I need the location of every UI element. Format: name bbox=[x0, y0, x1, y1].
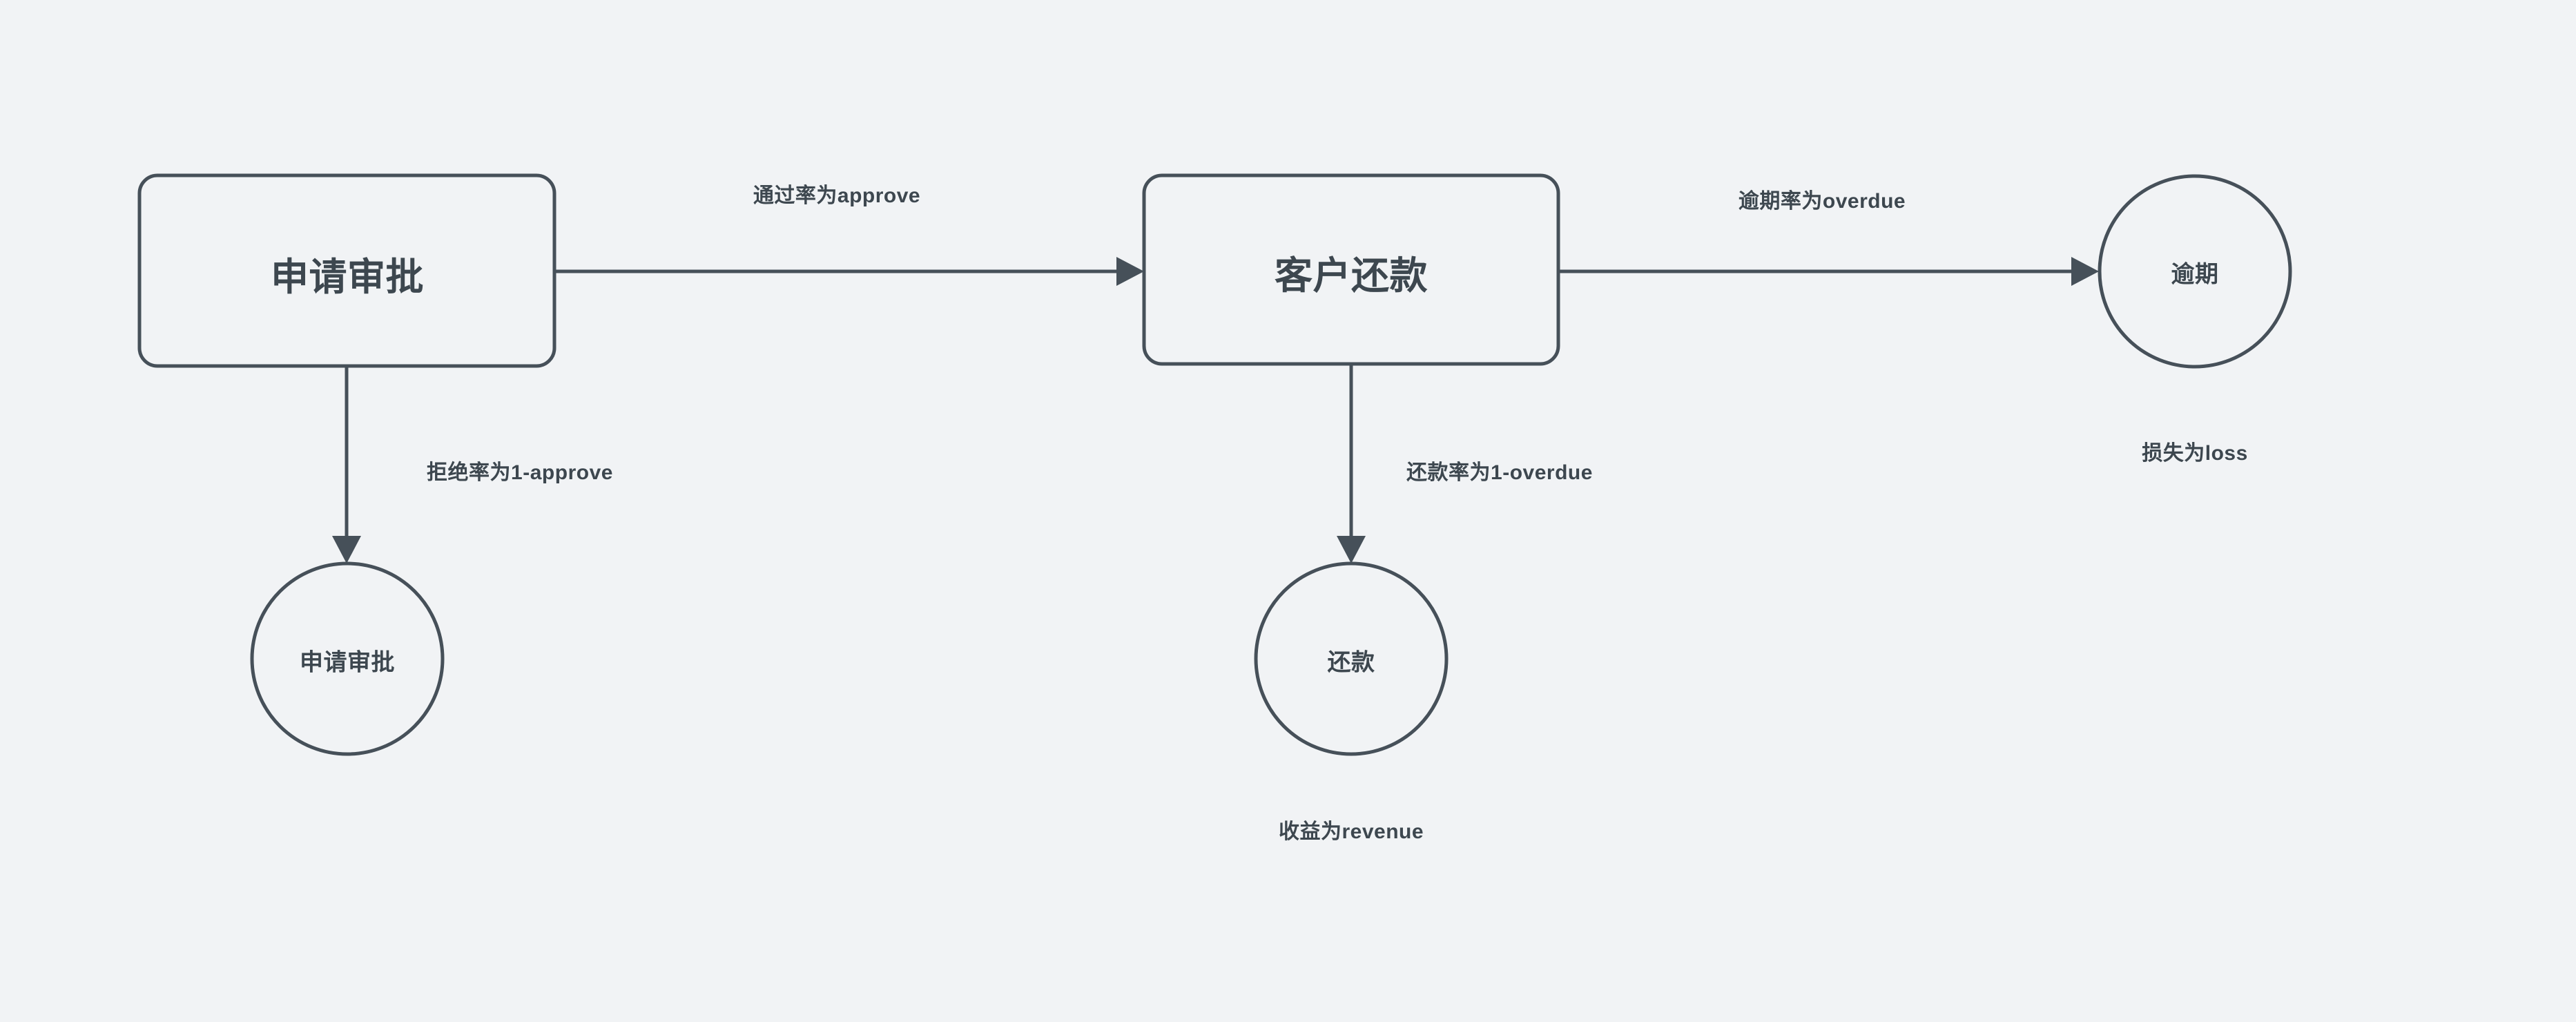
node-repay-shape[interactable] bbox=[1142, 173, 1560, 366]
node-overdue-shape[interactable] bbox=[2098, 174, 2292, 369]
caption-repaid-revenue: 收益为revenue bbox=[1278, 820, 1424, 843]
node-apply-shape[interactable] bbox=[137, 173, 556, 368]
edge-label-overdue-rate: 逾期率为overdue bbox=[1738, 190, 1906, 213]
edge-label-reject-rate: 拒绝率为1-approve bbox=[427, 461, 613, 484]
edge-repay-to-overdue-arrowhead bbox=[2071, 257, 2099, 286]
node-overdue-label: 逾期 bbox=[2171, 261, 2219, 288]
edge-apply-to-rejected[interactable] bbox=[332, 366, 361, 563]
edge-repay-to-repaid[interactable] bbox=[1337, 364, 1366, 563]
edge-repay-to-repaid-arrowhead bbox=[1337, 536, 1366, 563]
node-repaid-label: 还款 bbox=[1327, 649, 1375, 676]
node-repay-label: 客户还款 bbox=[1274, 254, 1429, 297]
node-repaid-shape[interactable] bbox=[1254, 561, 1449, 756]
edge-apply-to-rejected-arrowhead bbox=[332, 536, 361, 563]
edge-apply-to-repay[interactable] bbox=[554, 257, 1144, 286]
edge-label-approve-rate: 通过率为approve bbox=[753, 184, 921, 207]
node-rejected-label: 申请审批 bbox=[300, 649, 395, 676]
caption-overdue-loss: 损失为loss bbox=[2142, 442, 2248, 465]
edge-repay-to-overdue[interactable] bbox=[1558, 257, 2099, 286]
node-rejected-shape[interactable] bbox=[250, 561, 445, 756]
node-apply-label: 申请审批 bbox=[270, 256, 425, 298]
edge-apply-to-repay-arrowhead bbox=[1116, 257, 1144, 286]
edge-label-repay-rate: 还款率为1-overdue bbox=[1406, 461, 1593, 484]
